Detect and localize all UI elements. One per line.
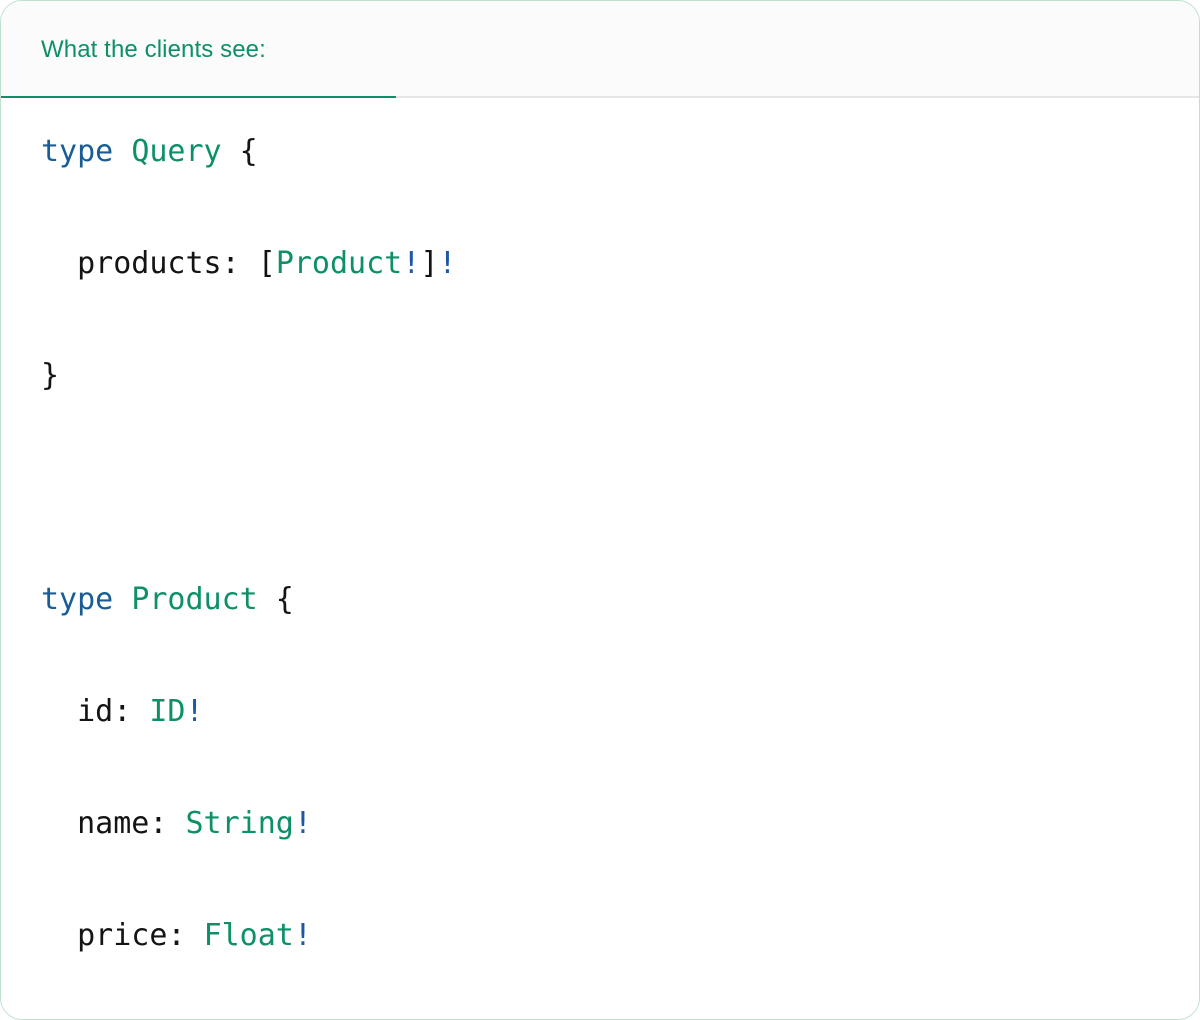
code-token-punc: }	[41, 358, 60, 393]
code-token-bang: !	[185, 694, 204, 729]
code-line: products: [Product!]!	[41, 236, 1159, 292]
code-line: type Product {	[41, 572, 1159, 628]
code-line: }	[41, 348, 1159, 404]
code-token-punc: :	[113, 694, 150, 729]
code-token-bang: !	[438, 246, 457, 281]
code-line: id: ID!	[41, 684, 1159, 740]
code-token-kw: type	[41, 134, 114, 169]
tab-bar: What the clients see:	[1, 1, 1199, 100]
code-token-punc: ]	[420, 246, 439, 281]
code-token-punc	[41, 806, 77, 841]
code-token-type: Query	[131, 134, 222, 169]
code-token-punc	[113, 134, 131, 169]
code-token-punc	[41, 694, 77, 729]
code-line: type Query {	[41, 124, 1159, 180]
code-token-type: String	[185, 806, 294, 841]
code-token-name: products	[77, 246, 222, 281]
code-token-type: ID	[149, 694, 186, 729]
code-token-type: Product	[275, 246, 403, 281]
code-token-punc: {	[221, 134, 258, 169]
code-token-bang: !	[293, 918, 312, 953]
code-token-punc: :	[167, 918, 204, 953]
code-line: name: String!	[41, 796, 1159, 852]
code-token-name: price	[77, 918, 168, 953]
code-token-punc	[41, 918, 77, 953]
code-token-type: Float	[203, 918, 294, 953]
code-token-name: id	[77, 694, 114, 729]
code-token-bang: !	[293, 806, 312, 841]
tab-what-the-clients-see[interactable]: What the clients see:	[1, 1, 396, 100]
code-token-punc	[113, 582, 131, 617]
code-token-kw: type	[41, 582, 114, 617]
code-token-bang: !	[402, 246, 421, 281]
code-line: price: Float!	[41, 908, 1159, 964]
code-token-punc: :	[149, 806, 186, 841]
code-line	[41, 460, 1159, 516]
code-token-punc	[41, 246, 77, 281]
graphql-schema-code: type Query { products: [Product!]! } typ…	[41, 124, 1159, 1019]
code-token-name: name	[77, 806, 150, 841]
tab-label: What the clients see:	[41, 35, 266, 63]
code-token-punc: : [	[221, 246, 276, 281]
code-token-type: Product	[131, 582, 258, 617]
code-token-punc: {	[257, 582, 294, 617]
code-area[interactable]: type Query { products: [Product!]! } typ…	[1, 98, 1199, 1019]
